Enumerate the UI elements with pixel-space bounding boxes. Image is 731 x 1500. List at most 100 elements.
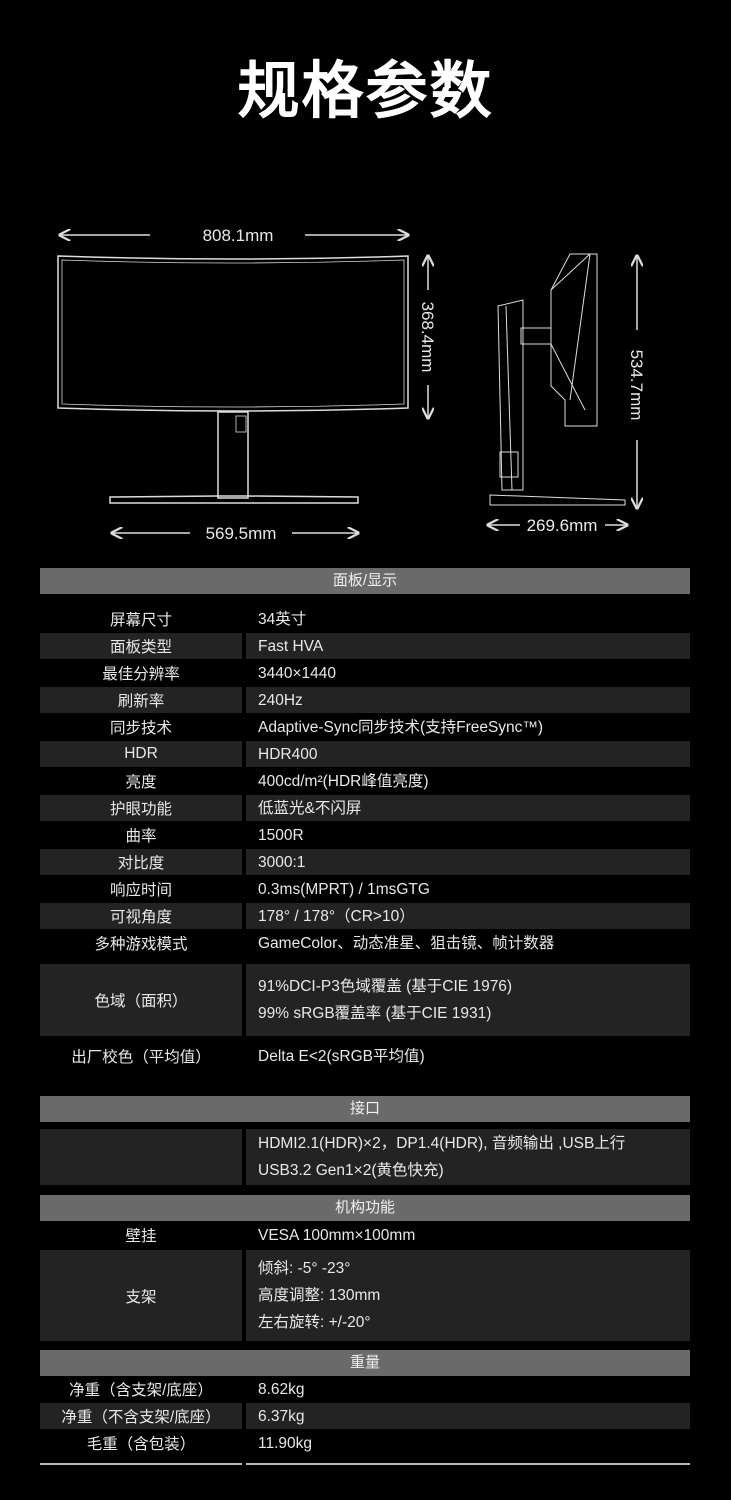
spec-value-line: 6.37kg <box>258 1407 305 1425</box>
spec-label: 响应时间 <box>40 876 242 902</box>
spec-value: 低蓝光&不闪屏 <box>246 795 690 821</box>
spec-label-text: 刷新率 <box>117 693 165 710</box>
spec-label: 出厂校色（平均值） <box>40 1040 242 1072</box>
spec-label: 亮度 <box>40 768 242 794</box>
spec-value-line: 8.62kg <box>258 1380 305 1398</box>
spec-value: HDMI2.1(HDR)×2，DP1.4(HDR), 音频输出 ,USB上行 US… <box>246 1129 690 1185</box>
spec-value-line: 91%DCI-P3色域覆盖 (基于CIE 1976) <box>258 978 513 995</box>
spec-label-text: 毛重（含包装） <box>86 1436 196 1453</box>
spec-value: 91%DCI-P3色域覆盖 (基于CIE 1976) 99% sRGB覆盖率 (基… <box>246 964 690 1036</box>
total-height-label: 534.7mm <box>627 350 646 421</box>
spec-label: 可视角度 <box>40 903 242 929</box>
spec-value-line: 左右旋转: +/-20° <box>258 1314 371 1331</box>
front-view <box>57 255 409 504</box>
spec-value-line: 3000:1 <box>258 853 306 871</box>
spec-label-text: 护眼功能 <box>109 801 172 818</box>
spec-label: 支架 <box>40 1250 242 1341</box>
spec-label: 净重（不含支架/底座） <box>40 1403 242 1429</box>
spec-label: HDR <box>40 741 242 767</box>
spec-label: 多种游戏模式 <box>40 930 242 956</box>
spec-value: 1500R <box>246 822 690 848</box>
spec-label-text: 净重（不含支架/底座） <box>61 1409 221 1426</box>
bottom-divider <box>40 1463 242 1465</box>
spec-value-line: 400cd/m²(HDR峰值亮度) <box>258 772 429 790</box>
section-header: 机构功能 <box>40 1195 690 1221</box>
spec-label: 曲率 <box>40 822 242 848</box>
side-view <box>489 253 626 506</box>
spec-label <box>40 1129 242 1185</box>
spec-value-line: Delta E<2(sRGB平均值) <box>258 1047 425 1065</box>
spec-label-text: 支架 <box>125 1288 157 1306</box>
spec-label: 屏幕尺寸 <box>40 606 242 632</box>
section-header: 面板/显示 <box>40 568 690 594</box>
spec-value-line: 99% sRGB覆盖率 (基于CIE 1931) <box>258 1005 492 1022</box>
spec-label: 护眼功能 <box>40 795 242 821</box>
spec-value: Delta E<2(sRGB平均值) <box>246 1040 690 1072</box>
spec-value-line: 178° / 178°（CR>10） <box>258 907 415 925</box>
spec-value-line: 11.90kg <box>258 1434 313 1452</box>
spec-label-text: 色域（面积） <box>94 993 188 1010</box>
spec-label-text: HDR <box>124 745 158 762</box>
spec-value: 6.37kg <box>246 1403 690 1429</box>
width-label: 808.1mm <box>203 226 274 245</box>
spec-label: 同步技术 <box>40 714 242 740</box>
spec-value: 0.3ms(MPRT) / 1msGTG <box>246 876 690 902</box>
spec-label-text: 亮度 <box>125 774 157 791</box>
spec-label: 毛重（含包装） <box>40 1430 242 1456</box>
spec-label: 净重（含支架/底座） <box>40 1376 242 1402</box>
spec-value: 400cd/m²(HDR峰值亮度) <box>246 768 690 794</box>
spec-label-text: 曲率 <box>125 828 157 845</box>
spec-label-text: 响应时间 <box>109 882 172 899</box>
spec-value-line: 倾斜: -5° -23° <box>258 1260 351 1277</box>
spec-label: 色域（面积） <box>40 964 242 1036</box>
spec-value: 34英寸 <box>246 606 690 632</box>
spec-value-line: 3440×1440 <box>258 664 337 682</box>
spec-label-text: 壁挂 <box>125 1228 157 1245</box>
spec-value-line: 0.3ms(MPRT) / 1msGTG <box>258 880 430 898</box>
spec-value: 倾斜: -5° -23° 高度调整: 130mm 左右旋转: +/-20° <box>246 1250 690 1341</box>
spec-value: Adaptive-Sync同步技术(支持FreeSync™) <box>246 714 690 740</box>
spec-value-line: 34英寸 <box>258 610 307 628</box>
spec-label: 对比度 <box>40 849 242 875</box>
spec-value: 8.62kg <box>246 1376 690 1402</box>
spec-value: 178° / 178°（CR>10） <box>246 903 690 929</box>
spec-value-line: VESA 100mm×100mm <box>258 1226 416 1244</box>
spec-value-line: USB3.2 Gen1×2(黄色快充) <box>258 1162 444 1179</box>
spec-label-text: 可视角度 <box>109 909 172 926</box>
spec-value-line: HDR400 <box>258 745 318 763</box>
spec-label-text: 多种游戏模式 <box>94 936 188 953</box>
spec-label-text: 出厂校色（平均值） <box>71 1049 211 1066</box>
spec-value: Fast HVA <box>246 633 690 659</box>
spec-label-text: 净重（含支架/底座） <box>69 1382 213 1399</box>
screen-height-label: 368.4mm <box>418 302 437 373</box>
spec-label-text: 同步技术 <box>109 720 172 737</box>
section-header: 重量 <box>40 1350 690 1376</box>
spec-value-line: 低蓝光&不闪屏 <box>258 799 362 817</box>
spec-value: 3000:1 <box>246 849 690 875</box>
spec-value-line: GameColor、动态准星、狙击镜、帧计数器 <box>258 934 555 952</box>
spec-value: VESA 100mm×100mm <box>246 1222 690 1248</box>
spec-value-line: 高度调整: 130mm <box>258 1287 381 1304</box>
depth-label: 269.6mm <box>527 516 598 535</box>
spec-value: 11.90kg <box>246 1430 690 1456</box>
bottom-divider <box>246 1463 690 1465</box>
spec-label: 最佳分辨率 <box>40 660 242 686</box>
spec-value: HDR400 <box>246 741 690 767</box>
spec-value-line: 240Hz <box>258 691 303 709</box>
spec-label: 刷新率 <box>40 687 242 713</box>
spec-label: 面板类型 <box>40 633 242 659</box>
section-header: 接口 <box>40 1096 690 1122</box>
spec-value: 240Hz <box>246 687 690 713</box>
spec-label: 壁挂 <box>40 1222 242 1248</box>
spec-value-line: Adaptive-Sync同步技术(支持FreeSync™) <box>258 718 544 736</box>
spec-label-text: 对比度 <box>117 855 165 872</box>
page-title: 规格参数 <box>237 54 494 127</box>
spec-value-line: 1500R <box>258 826 304 844</box>
spec-label-text: 面板类型 <box>109 639 172 656</box>
spec-label-text: 屏幕尺寸 <box>109 612 172 629</box>
spec-value-line: Fast HVA <box>258 637 324 655</box>
monitor-dimension-drawing: 808.1mm 368.4mm 569.5mm 534.7mm 269.6mm <box>57 226 646 543</box>
spec-value: 3440×1440 <box>246 660 690 686</box>
spec-value: GameColor、动态准星、狙击镜、帧计数器 <box>246 930 690 956</box>
spec-value-line: HDMI2.1(HDR)×2，DP1.4(HDR), 音频输出 ,USB上行 <box>258 1135 626 1152</box>
